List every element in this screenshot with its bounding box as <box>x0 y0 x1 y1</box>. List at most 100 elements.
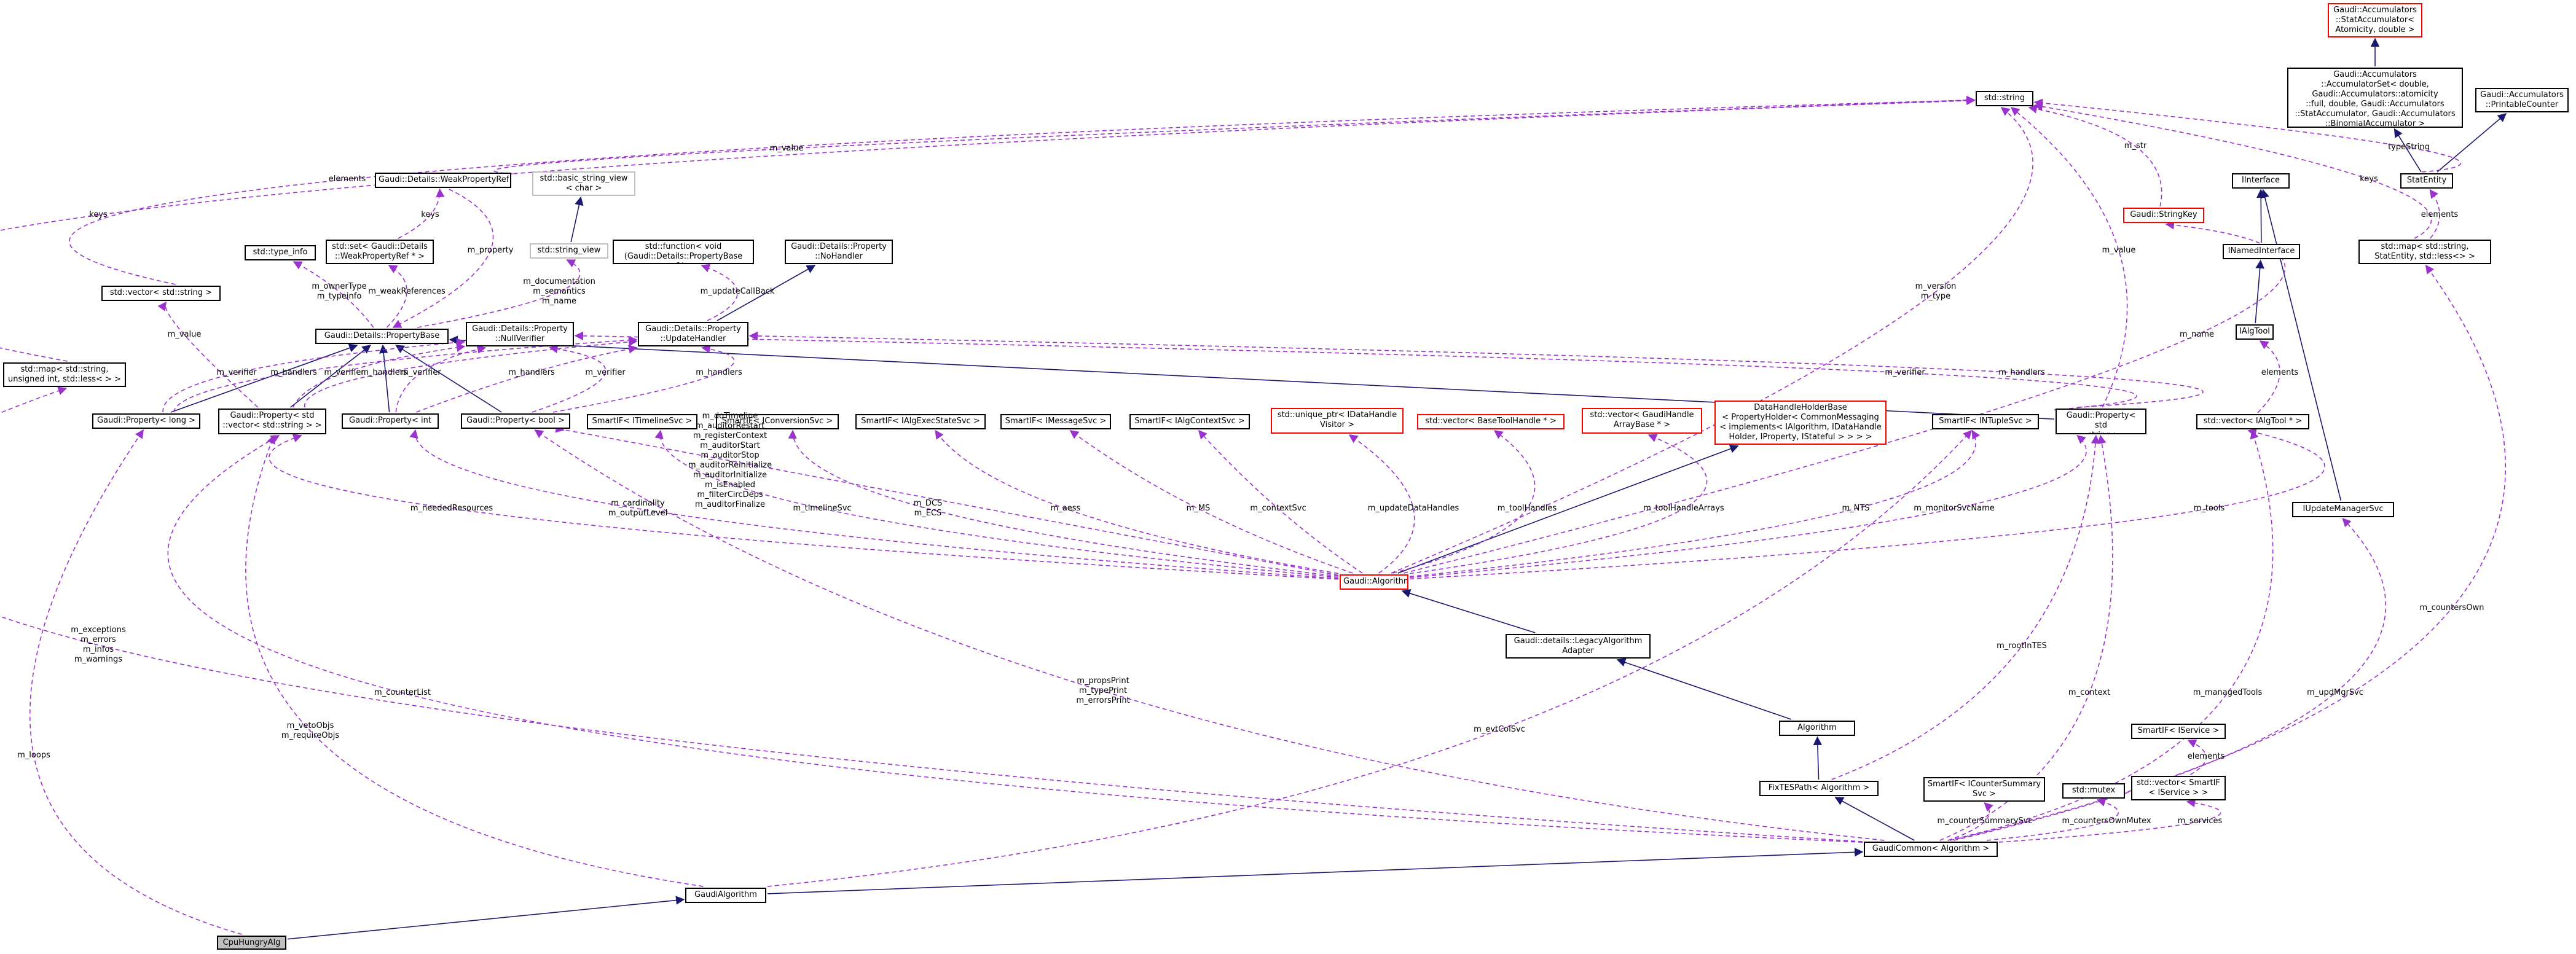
usage-edge-gaudi-algorithm-core-to-smart-ntuple <box>1409 429 1981 577</box>
node-property-int[interactable]: Gaudi::Property< int > <box>342 413 439 429</box>
node-smart-ntuple[interactable]: SmartIF< INTupleSvc > <box>1932 414 2039 429</box>
node-vec-base-tool-handle[interactable]: std::vector< BaseToolHandle * > <box>1417 414 1565 429</box>
usage-edge-stat-entity-to-std-string <box>2033 98 2462 173</box>
edge-label-gaudi-algorithm-core-to-property-vec-str: m_neededResources <box>410 504 493 513</box>
node-set-weak-ref[interactable]: std::set< Gaudi::Details ::WeakPropertyR… <box>326 240 434 264</box>
node-gaudi-algorithm[interactable]: GaudiAlgorithm <box>685 888 766 903</box>
node-null-verifier[interactable]: Gaudi::Details::Property ::NullVerifier <box>466 322 574 346</box>
node-map-string-uint[interactable]: std::map< std::string, unsigned int, std… <box>3 362 126 387</box>
edge-label-weak-property-ref-to-std-string: m_value <box>769 144 804 153</box>
node-type-info[interactable]: std::type_info <box>245 245 316 260</box>
edge-label-gaudi-algorithm-core-to-unique-ptr-visitor: m_updateDataHandles <box>1367 504 1459 513</box>
inheritance-edge-property-bool-to-property-base <box>395 345 502 413</box>
node-algorithm[interactable]: Algorithm <box>1779 721 1855 736</box>
usage-edge-map-stat-entity-to-std-string <box>2033 102 2432 239</box>
node-smart-alg-context[interactable]: SmartIF< IAlgContextSvc > <box>1129 414 1250 429</box>
usage-edge-property-string-to-std-string <box>2010 107 2128 408</box>
node-gaudi-common[interactable]: GaudiCommon< Algorithm > <box>1864 842 1998 857</box>
edge-label-set-weak-ref-to-weak-property-ref: keys <box>421 210 439 219</box>
usage-edge-property-vec-str-to-null-verifier <box>293 343 466 408</box>
node-unique-ptr-visitor[interactable]: std::unique_ptr< IDataHandle Visitor > <box>1271 408 1404 434</box>
node-inamed-interface[interactable]: INamedInterface <box>2223 244 2300 259</box>
node-stat-entity[interactable]: StatEntity <box>2400 173 2453 189</box>
node-property-bool[interactable]: Gaudi::Property< bool > <box>461 413 570 429</box>
edge-label-map-stat-entity-to-std-string: keys <box>2360 174 2378 184</box>
node-smart-conversion[interactable]: SmartIF< IConversionSvc > <box>716 414 839 429</box>
node-property-long[interactable]: Gaudi::Property< long > <box>92 413 200 429</box>
edge-label-gaudi-algorithm-core-to-smart-timeline: m_timelineSvc <box>793 504 852 513</box>
node-smart-timeline[interactable]: SmartIF< ITimelineSvc > <box>587 414 697 429</box>
node-printable-counter[interactable]: Gaudi::Accumulators ::PrintableCounter <box>2475 88 2569 112</box>
node-basic-string-view[interactable]: std::basic_string_view < char > <box>532 171 635 196</box>
usage-edge-gaudi-algorithm-core-to-smart-alg-exec <box>935 429 1339 574</box>
node-smart-iservice[interactable]: SmartIF< IService > <box>2131 724 2226 739</box>
usage-edge-gaudi-algorithm-core-to-string-key <box>1404 221 2286 574</box>
edge-label-gaudi-common-to-iupdate-manager-svc: m_updMgrSvc <box>2307 688 2363 697</box>
edge-label-vec-string-to-std-string: elements <box>328 174 366 184</box>
usage-edge-gaudi-algorithm-core-to-unique-ptr-visitor <box>1348 434 1415 574</box>
inheritance-edge-gaudi-algorithm-core-to-data-handle-holder-base <box>1397 444 1739 574</box>
node-cpu-hungry-alg[interactable]: CpuHungryAlg <box>217 936 286 950</box>
edge-label-property-bool-to-update-handler: m_handlers <box>696 368 742 377</box>
inheritance-edge-stat-entity-to-printable-counter <box>2437 113 2507 173</box>
usage-edge-gaudi-common-to-property-bool <box>534 429 1885 841</box>
edge-label-gaudi-algorithm-core-to-property-int: m_cardinality m_outputLevel <box>608 499 668 518</box>
edge-label-string-key-to-std-string: m_str <box>2124 141 2147 151</box>
node-property-string[interactable]: Gaudi::Property< std ::string > <box>2056 409 2146 434</box>
node-vec-string[interactable]: std::vector< std::string > <box>101 286 221 301</box>
node-weak-property-ref[interactable]: Gaudi::Details::WeakPropertyRef <box>375 173 511 188</box>
node-map-stat-entity[interactable]: std::map< std::string, StatEntity, std::… <box>2358 240 2491 264</box>
node-std-function[interactable]: std::function< void (Gaudi::Details::Pro… <box>613 240 754 264</box>
edge-label-vec-ialg-tool-to-ialg-tool: elements <box>2261 368 2299 377</box>
usage-edge-set-weak-ref-to-weak-property-ref <box>398 188 445 239</box>
node-ialg-tool[interactable]: IAlgTool <box>2236 324 2274 340</box>
node-gaudi-algorithm-core[interactable]: Gaudi::Algorithm <box>1340 574 1408 590</box>
edge-label-property-bool-to-null-verifier: m_verifier <box>585 368 626 377</box>
node-string-key[interactable]: Gaudi::StringKey <box>2123 208 2204 223</box>
node-property-base[interactable]: Gaudi::Details::PropertyBase <box>315 329 449 344</box>
edge-label-property-vec-str-to-vec-string: m_value <box>167 330 202 339</box>
inheritance-edge-gaudi-common-to-fix-tespath <box>1834 797 1915 841</box>
node-string-view[interactable]: std::string_view <box>530 243 608 259</box>
node-smart-alg-exec[interactable]: SmartIF< IAlgExecStateSvc > <box>855 414 986 429</box>
node-vec-gaudi-handle-array[interactable]: std::vector< GaudiHandle ArrayBase * > <box>1582 408 1702 434</box>
usage-edge-gaudi-algorithm-core-to-vec-base-tool-handle <box>1392 430 1536 574</box>
node-vec-ialg-tool[interactable]: std::vector< IAlgTool * > <box>2196 414 2309 429</box>
usage-edge-vec-smart-iservice-to-smart-iservice <box>2187 739 2207 775</box>
node-smart-counter-summary[interactable]: SmartIF< ICounterSummary Svc > <box>1923 777 2045 802</box>
edge-label-property-vec-str-to-null-verifier: m_verifier <box>324 368 364 377</box>
usage-edge-gaudi-algorithm-core-to-property-int <box>409 429 1339 579</box>
edge-label-gaudi-algorithm-core-to-string-key: m_name <box>2179 330 2215 339</box>
node-std-string[interactable]: std::string <box>1976 91 2033 106</box>
node-std-mutex[interactable]: std::mutex <box>2062 783 2125 799</box>
node-data-handle-holder-base[interactable]: DataHandleHolderBase < PropertyHolder< C… <box>1714 401 1887 445</box>
edge-label-property-string-to-update-handler: m_handlers <box>1998 368 2045 377</box>
usage-edge-property-string-to-update-handler <box>748 331 2204 408</box>
node-update-handler[interactable]: Gaudi::Details::Property ::UpdateHandler <box>638 322 748 346</box>
node-accumulator-set[interactable]: Gaudi::Accumulators ::AccumulatorSet< do… <box>2287 68 2463 128</box>
usage-edge-gaudi-common-to-std-mutex <box>1987 797 2119 841</box>
node-no-handler[interactable]: Gaudi::Details::Property ::NoHandler <box>785 240 893 264</box>
node-stat-accumulator[interactable]: Gaudi::Accumulators ::StatAccumulator< A… <box>2328 3 2422 37</box>
usage-edge-property-long-to-null-verifier <box>162 338 466 413</box>
node-smart-message[interactable]: SmartIF< IMessageSvc > <box>1000 414 1111 429</box>
edge-label-map-string-uint-to-std-string: keys <box>89 210 108 219</box>
inheritance-edge-ialg-tool-to-inamed-interface <box>2255 259 2264 324</box>
inheritance-edge-legacy-adapter-to-gaudi-algorithm-core <box>1401 589 1536 633</box>
edge-label-update-handler-to-std-function: m_updateCallBack <box>700 287 775 296</box>
inheritance-edge-cpu-hungry-alg-to-gaudi-algorithm <box>287 896 685 940</box>
usage-edge-property-bool-to-update-handler <box>552 345 735 413</box>
node-legacy-adapter[interactable]: Gaudi::details::LegacyAlgorithm Adapter <box>1506 634 1651 659</box>
edge-label-gaudi-common-to-property-vec-str: m_counterList <box>374 688 431 697</box>
node-fix-tespath[interactable]: FixTESPath< Algorithm > <box>1759 781 1879 796</box>
node-iupdate-manager-svc[interactable]: IUpdateManagerSvc <box>2292 502 2394 517</box>
node-interface[interactable]: IInterface <box>2232 173 2290 189</box>
node-vec-smart-iservice[interactable]: std::vector< SmartIF < IService > > <box>2131 776 2226 800</box>
node-property-vec-str[interactable]: Gaudi::Property< std ::vector< std::stri… <box>218 409 326 434</box>
edge-label-gaudi-algorithm-core-to-smart-conversion: m_DCS m_ECS <box>913 499 943 518</box>
edge-label-gaudi-common-to-std-mutex: m_countersOwnMutex <box>2062 816 2151 826</box>
usage-edge-gaudi-algorithm-to-property-vec-str <box>245 434 704 887</box>
usage-edge-gaudi-algorithm-core-to-std-string <box>1391 107 2033 574</box>
edge-label-gaudi-common-to-property-bool: m_propsPrint m_typePrint m_errorsPrint <box>1076 676 1130 705</box>
